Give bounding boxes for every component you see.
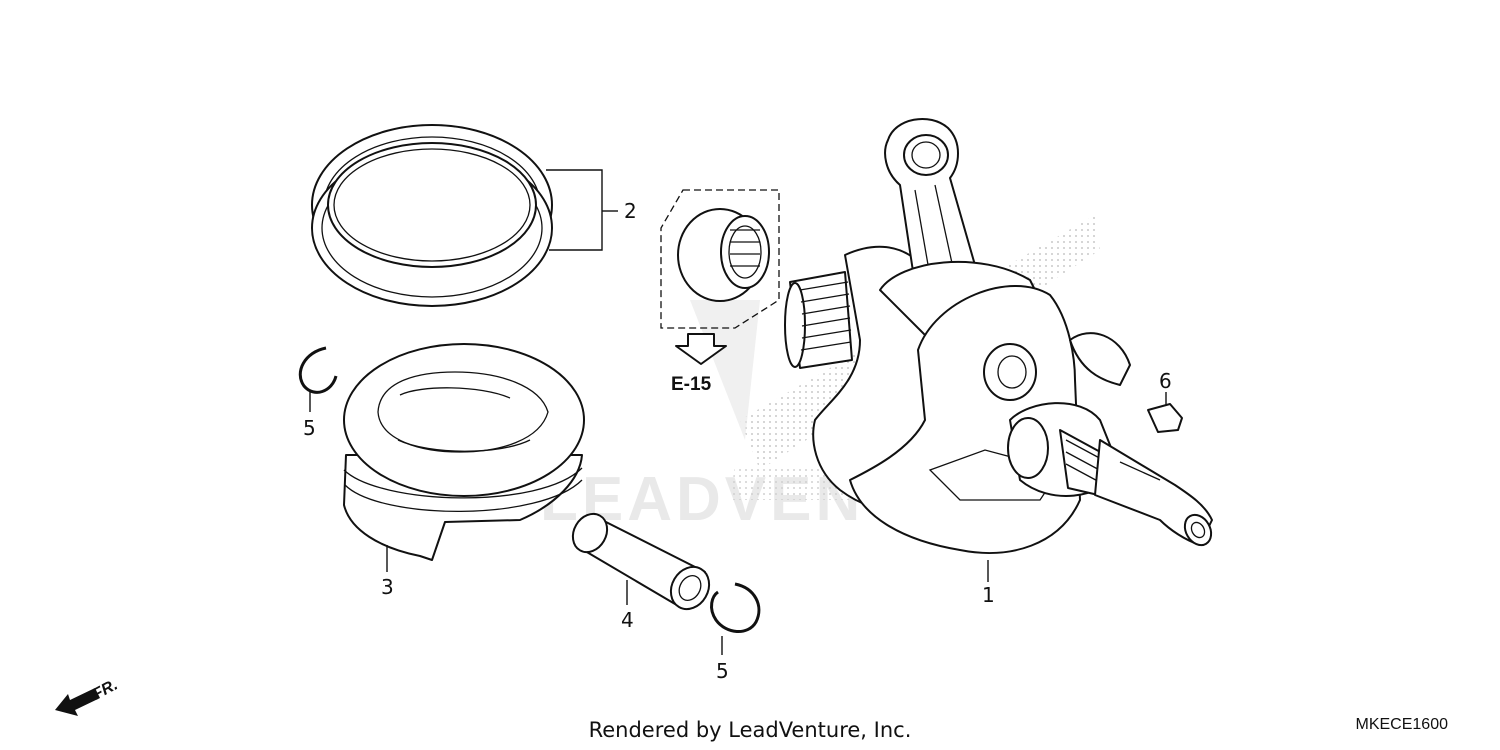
callout-labels: 1 2 3 4 5 5 6 <box>303 199 1172 683</box>
callout-1[interactable]: 1 <box>982 583 995 607</box>
reference-code[interactable]: E-15 <box>671 374 712 395</box>
piston <box>343 343 585 572</box>
front-arrow-icon <box>55 688 100 716</box>
callout-5b[interactable]: 5 <box>716 659 729 683</box>
callout-6[interactable]: 6 <box>1159 369 1172 393</box>
woodruff-key <box>1147 392 1183 433</box>
callout-3[interactable]: 3 <box>381 575 394 599</box>
render-credit: Rendered by LeadVenture, Inc. <box>588 718 912 742</box>
diagram-id: MKECE1600 <box>1355 716 1449 733</box>
callout-5a[interactable]: 5 <box>303 416 316 440</box>
front-direction-marker: FR. <box>55 676 121 716</box>
reference-arrow-icon <box>675 333 727 365</box>
callout-4[interactable]: 4 <box>621 608 634 632</box>
piston-pin <box>571 512 711 611</box>
piston-pin-clip-right <box>710 582 761 655</box>
callout-2[interactable]: 2 <box>624 199 637 223</box>
piston-rings <box>311 124 618 307</box>
piston-pin-clip-left <box>298 346 338 412</box>
reference-box: E-15 <box>660 189 780 395</box>
crankshaft <box>784 117 1213 582</box>
